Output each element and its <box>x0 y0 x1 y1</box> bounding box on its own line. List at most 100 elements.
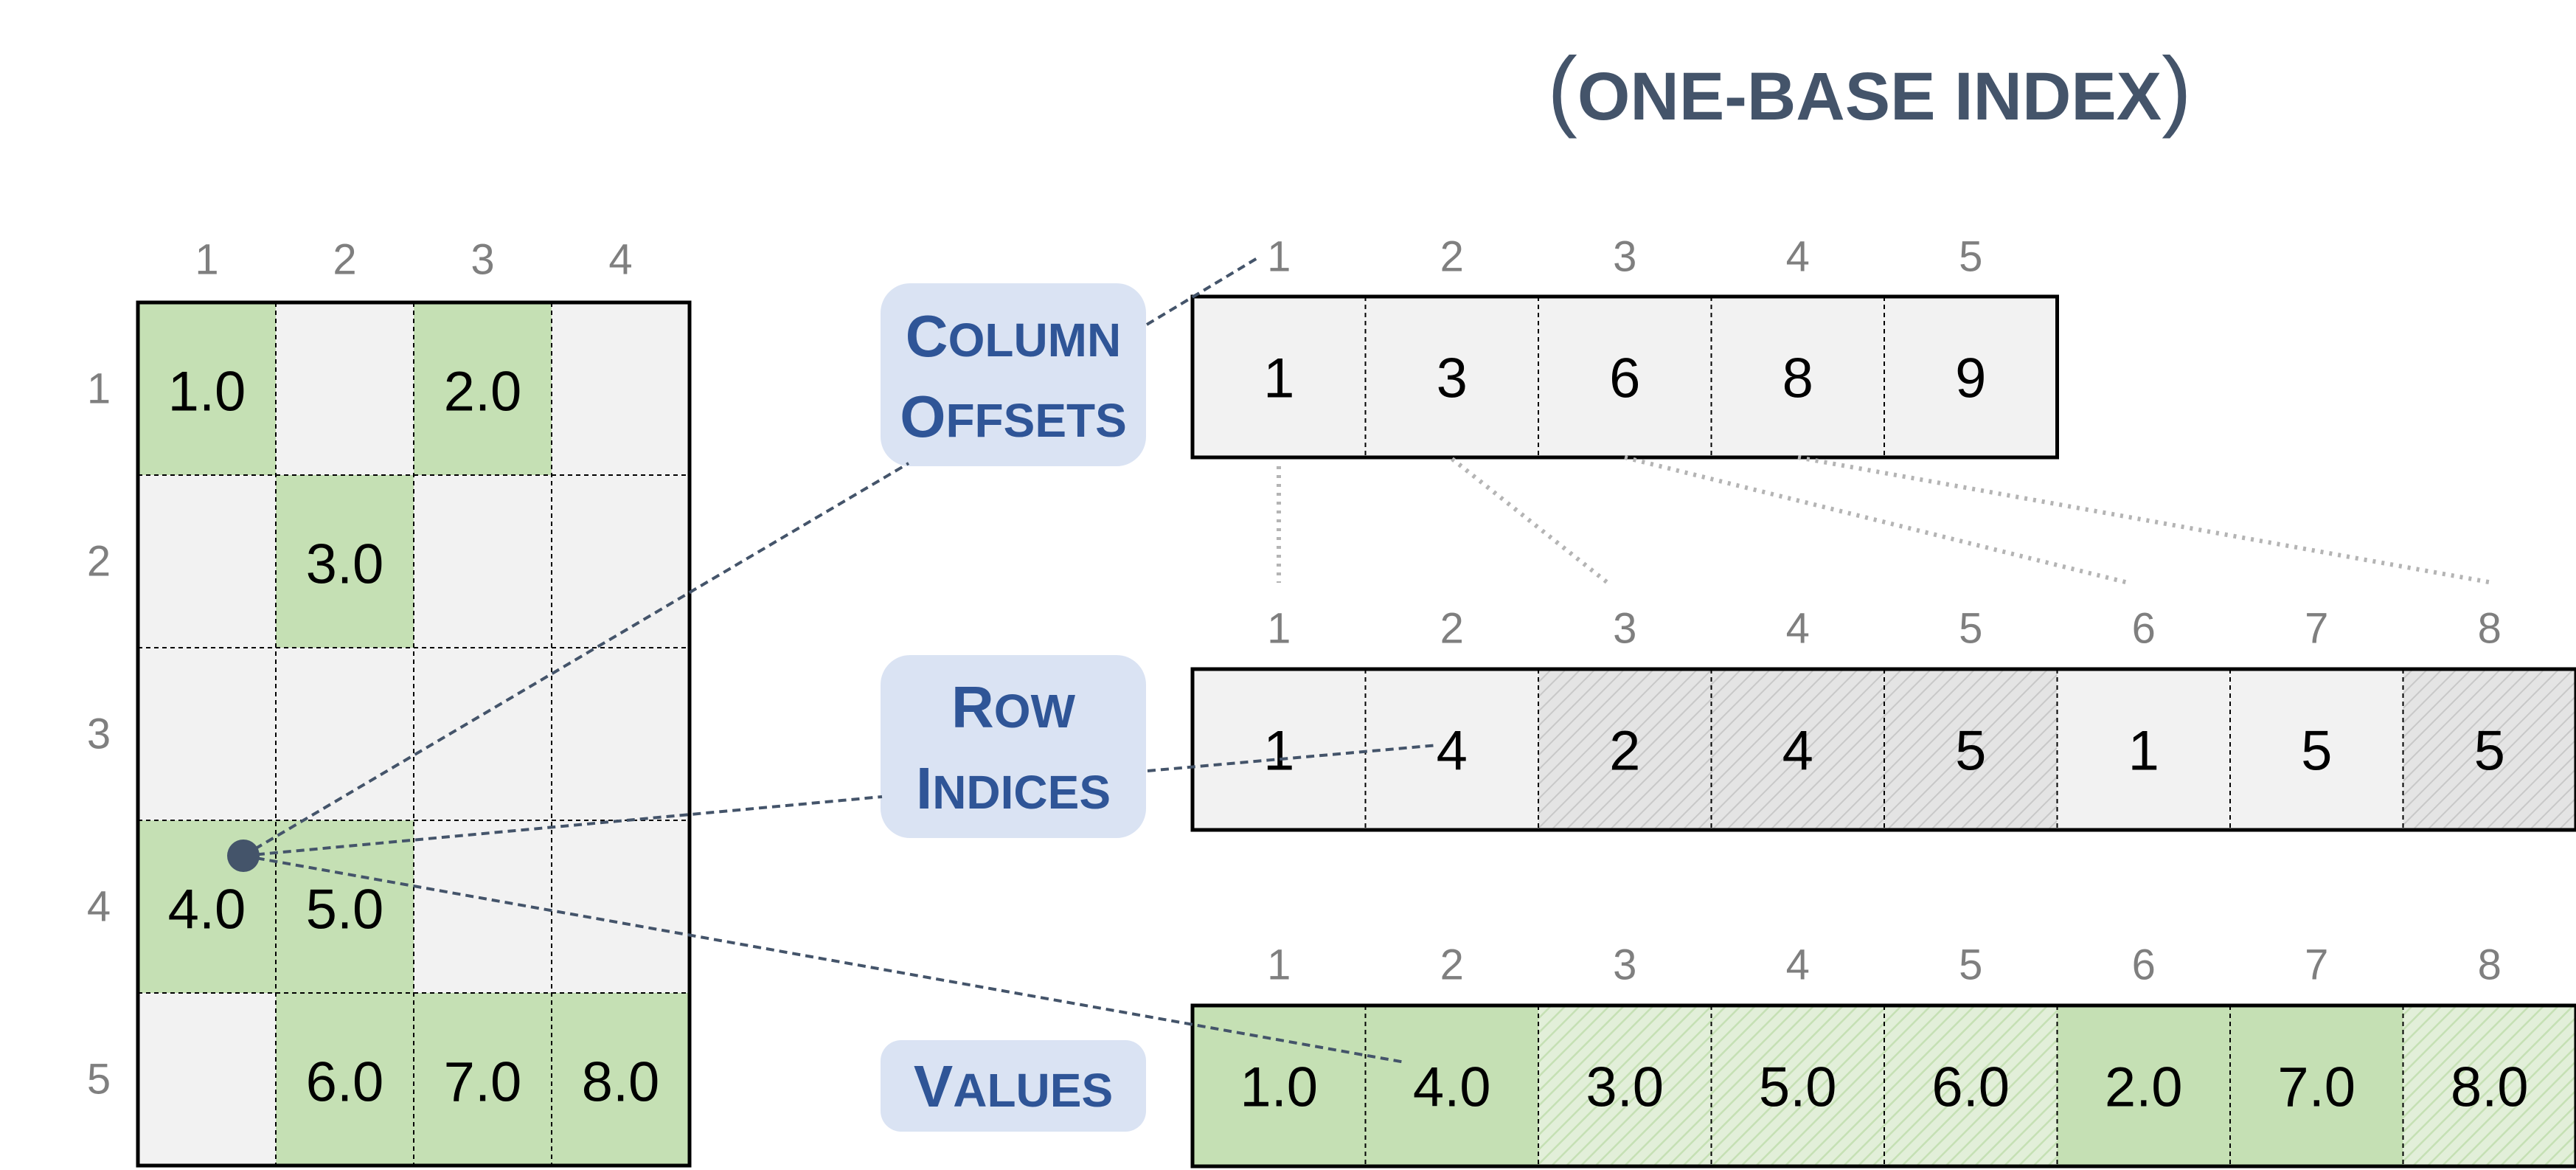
values-cell <box>2403 1005 2576 1166</box>
title-close-paren: ) <box>2162 38 2192 139</box>
row-indices-index: 3 <box>1613 605 1636 653</box>
row-indices-label: ROW INDICES <box>881 655 1146 838</box>
matrix-cell <box>138 302 276 475</box>
row-indices-value: 2 <box>1609 720 1640 783</box>
matrix-row-header: 2 <box>87 538 111 586</box>
matrix-cell-value: 4.0 <box>168 879 246 941</box>
connector-row-indices-to-value <box>1147 744 1439 772</box>
connectors <box>227 255 2493 1064</box>
values-index: 3 <box>1613 941 1636 989</box>
values-index: 1 <box>1267 941 1291 989</box>
row-indices-cell <box>2403 669 2576 830</box>
column-offsets-cell <box>1711 297 1884 457</box>
row-indices-index: 4 <box>1786 605 1810 653</box>
matrix-cell <box>552 302 690 475</box>
values-cell <box>2057 1005 2230 1166</box>
values-value: 7.0 <box>2277 1056 2355 1119</box>
matrix-col-header: 1 <box>195 236 218 284</box>
column-offsets-pill <box>881 283 1146 466</box>
row-indices-cell <box>1538 669 1712 830</box>
row-indices-value: 1 <box>2128 720 2159 783</box>
matrix-cell <box>552 820 690 993</box>
values-index: 6 <box>2132 941 2156 989</box>
values-value: 5.0 <box>1759 1056 1837 1119</box>
row-indices-cell <box>1365 669 1538 830</box>
offset-pointer-line <box>1797 455 2493 585</box>
column-offsets-label-line1: COLUMN <box>906 303 1121 369</box>
row-indices-index: 2 <box>1440 605 1464 653</box>
values-value: 4.0 <box>1413 1056 1491 1119</box>
values-cell <box>2230 1005 2403 1166</box>
title: (ONE-BASE INDEX) <box>1547 38 2192 139</box>
matrix-cell-value: 8.0 <box>582 1051 660 1114</box>
matrix-cell <box>414 475 552 648</box>
row-indices-value: 1 <box>1263 720 1294 783</box>
matrix-cell <box>276 820 414 993</box>
column-offsets-value: 1 <box>1263 347 1294 410</box>
column-offsets-cell <box>1538 297 1712 457</box>
matrix-cell <box>552 475 690 648</box>
title-open-paren: ( <box>1547 38 1577 139</box>
row-indices-label-line2: INDICES <box>916 755 1111 821</box>
matrix-col-header: 4 <box>608 236 632 284</box>
values-pill <box>881 1040 1146 1132</box>
connector-to-values <box>243 854 1406 1064</box>
title-text: ONE-BASE INDEX <box>1577 59 2162 134</box>
connector-to-column-offsets <box>242 462 910 857</box>
matrix-cell <box>276 475 414 648</box>
values-label: VALUES <box>881 1040 1146 1132</box>
values-array: 1.014.023.035.046.052.067.078.08 <box>1190 941 2576 1169</box>
values-value: 2.0 <box>2105 1056 2183 1119</box>
values-value: 1.0 <box>1240 1056 1318 1119</box>
row-indices-value: 5 <box>2301 720 2332 783</box>
column-offsets-cell <box>1365 297 1538 457</box>
values-cell <box>1192 1005 1366 1166</box>
row-indices-index: 6 <box>2132 605 2156 653</box>
row-indices-value: 5 <box>1955 720 1986 783</box>
column-offsets-index: 2 <box>1440 233 1464 281</box>
column-offsets-cell <box>1884 297 2058 457</box>
matrix-cell <box>276 648 414 820</box>
row-indices-label-line1: ROW <box>951 674 1076 740</box>
row-indices-value: 4 <box>1437 720 1468 783</box>
column-offsets-label: COLUMN OFFSETS <box>881 283 1146 466</box>
connector-to-row-indices <box>243 795 883 857</box>
matrix-cell <box>138 648 276 820</box>
matrix-cell <box>414 302 552 475</box>
matrix-cell-value: 3.0 <box>306 533 384 596</box>
values-index: 8 <box>2478 941 2502 989</box>
values-cell <box>1884 1005 2058 1166</box>
matrix-row-header: 1 <box>87 365 111 413</box>
column-offsets-label-line2: OFFSETS <box>900 384 1127 449</box>
values-index: 4 <box>1786 941 1810 989</box>
values-index: 2 <box>1440 941 1464 989</box>
column-offsets-value: 6 <box>1609 347 1640 410</box>
matrix-cell <box>552 648 690 820</box>
column-offsets-cell <box>1192 297 1366 457</box>
values-cell <box>1365 1005 1538 1166</box>
row-indices-index: 7 <box>2305 605 2328 653</box>
values-index: 7 <box>2305 941 2328 989</box>
row-indices-value: 5 <box>2474 720 2505 783</box>
row-indices-cell <box>1192 669 1366 830</box>
column-offsets-index: 3 <box>1613 233 1636 281</box>
row-indices-index: 5 <box>1959 605 1982 653</box>
values-cell <box>1538 1005 1712 1166</box>
matrix-border <box>136 300 692 1168</box>
matrix-cell <box>552 993 690 1166</box>
column-offsets-index: 4 <box>1786 233 1810 281</box>
matrix-cell <box>276 302 414 475</box>
values-value: 6.0 <box>1931 1056 2010 1119</box>
matrix-col-header: 2 <box>333 236 356 284</box>
matrix-row-header: 4 <box>87 883 111 931</box>
matrix-cell <box>414 993 552 1166</box>
values-cell <box>1711 1005 1884 1166</box>
column-offsets-value: 3 <box>1437 347 1468 410</box>
row-indices-value: 4 <box>1782 720 1813 783</box>
offset-pointer-line <box>1451 457 1609 585</box>
matrix-col-header: 3 <box>471 236 494 284</box>
column-offsets-value: 9 <box>1955 347 1986 410</box>
